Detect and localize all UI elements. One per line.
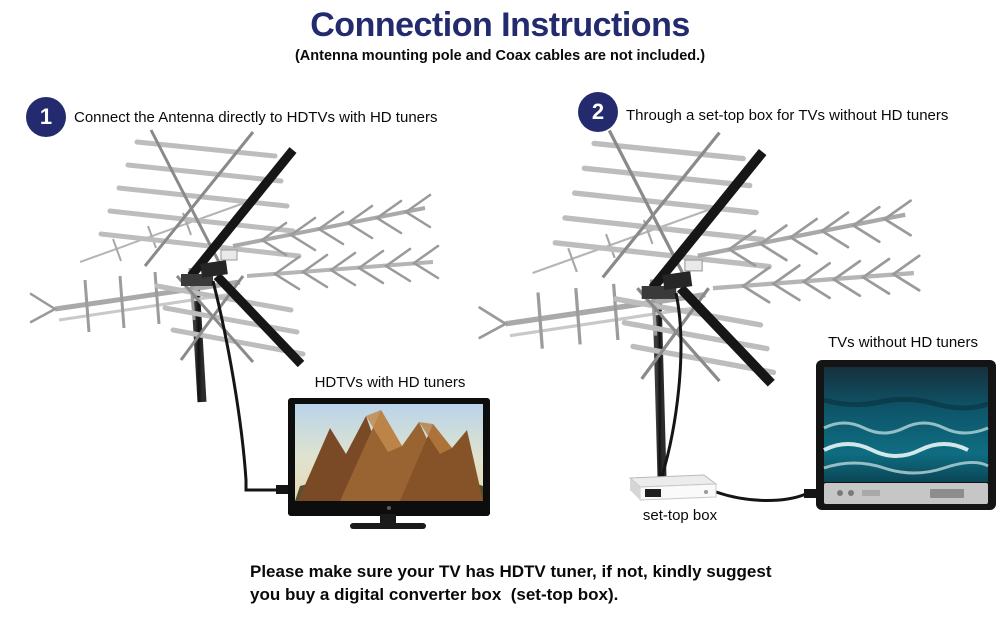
set-top-box-illustration <box>628 474 718 501</box>
hdtv-caption: HDTVs with HD tuners <box>314 374 466 391</box>
coax-connector-hdtv <box>276 485 288 494</box>
step-1-badge: 1 <box>26 97 66 137</box>
step-2-label: Through a set-top box for TVs without HD… <box>626 107 949 124</box>
set-top-box-caption: set-top box <box>642 507 718 524</box>
hdtv-illustration <box>288 398 490 529</box>
coax-cable-antenna-to-settop <box>660 292 683 477</box>
page-title: Connection Instructions <box>310 6 690 44</box>
coax-connector-tv2 <box>804 489 816 498</box>
cable-settop-to-tv <box>715 490 807 502</box>
tv-without-tuner-illustration <box>816 360 996 510</box>
step-1-number: 1 <box>39 104 53 129</box>
step-1-label: Connect the Antenna directly to HDTVs wi… <box>74 109 438 126</box>
step-2-number: 2 <box>591 99 605 124</box>
antenna-1-illustration <box>31 130 438 403</box>
coax-cable-antenna-to-hdtv <box>211 280 278 492</box>
footer-note-line2: you buy a digital converter box (set-top… <box>250 585 619 604</box>
footer-note-line1: Please make sure your TV has HDTV tuner,… <box>250 562 772 581</box>
antenna-2-mast <box>652 294 667 479</box>
antenna-2-illustration <box>480 130 920 479</box>
settop-display <box>645 489 661 497</box>
antenna-1-mast <box>190 281 207 403</box>
page-subtitle: (Antenna mounting pole and Coax cables a… <box>294 48 706 64</box>
tv-without-tuner-caption: TVs without HD tuners <box>827 334 979 351</box>
step-2-badge: 2 <box>578 92 618 132</box>
